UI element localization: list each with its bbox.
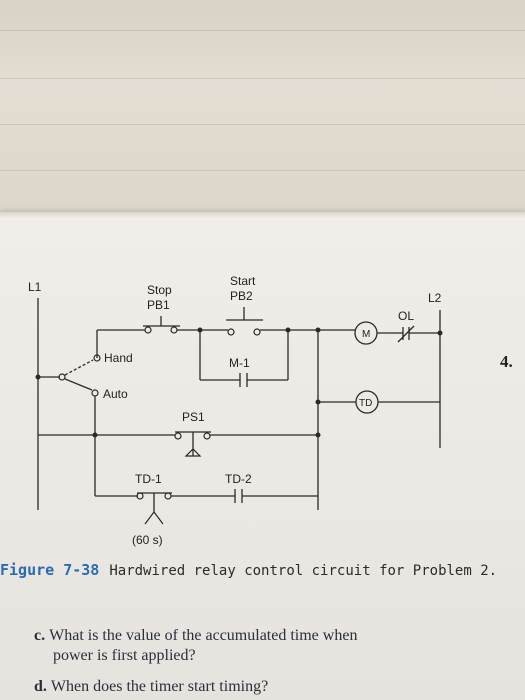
motor-label: M bbox=[362, 329, 370, 340]
start-pb2-contact-right bbox=[253, 328, 261, 336]
figure-number: Figure 7-38 bbox=[0, 561, 100, 579]
question-text-line1: When does the timer start timing? bbox=[50, 678, 269, 695]
question-c: c.What is the value of the accumulated t… bbox=[34, 626, 357, 666]
m1-label: M-1 bbox=[229, 356, 250, 370]
junction-dot bbox=[315, 432, 321, 438]
ps1-contact-left bbox=[174, 432, 182, 440]
question-text-line1: What is the value of the accumulated tim… bbox=[49, 627, 358, 644]
junction-dot bbox=[35, 374, 41, 380]
selector-pivot bbox=[58, 373, 66, 381]
delay-label: (60 s) bbox=[132, 533, 163, 547]
question-d: d.When does the timer start timing? bbox=[34, 677, 268, 697]
start-label: Start bbox=[230, 274, 256, 288]
td2-label: TD-2 bbox=[225, 472, 252, 486]
margin-problem-number: 4. bbox=[500, 352, 513, 371]
junction-dot bbox=[437, 330, 443, 336]
textbook-page bbox=[0, 212, 525, 700]
hand-contact bbox=[93, 354, 101, 362]
junction-dot bbox=[315, 399, 321, 405]
question-letter: d. bbox=[34, 678, 47, 695]
auto-label: Auto bbox=[103, 387, 128, 401]
stop-pb1-contact-left bbox=[144, 326, 152, 334]
figure-caption: Figure 7-38 Hardwired relay control circu… bbox=[0, 561, 497, 579]
auto-contact bbox=[91, 389, 99, 397]
ps1-label: PS1 bbox=[182, 410, 205, 424]
question-text-line2: power is first applied? bbox=[53, 647, 196, 664]
pressure-switch-symbol bbox=[184, 448, 202, 457]
stop-label: Stop bbox=[147, 283, 172, 297]
start-pb2-contact-left bbox=[227, 328, 235, 336]
td1-label: TD-1 bbox=[135, 472, 162, 486]
l2-label: L2 bbox=[428, 291, 442, 305]
td1-contact-right bbox=[164, 492, 172, 500]
timer-symbol bbox=[144, 511, 164, 525]
pb1-label: PB1 bbox=[147, 298, 170, 312]
ps1-contact-right bbox=[203, 432, 211, 440]
ol-label: OL bbox=[398, 309, 414, 323]
pb2-label: PB2 bbox=[230, 289, 253, 303]
stop-pb1-contact-right bbox=[170, 326, 178, 334]
figure-caption-text: Hardwired relay control circuit for Prob… bbox=[109, 563, 498, 579]
table-surface bbox=[0, 0, 525, 215]
l1-label: L1 bbox=[28, 280, 42, 294]
hand-label: Hand bbox=[104, 351, 133, 365]
question-letter: c. bbox=[34, 627, 46, 644]
td-label: TD bbox=[359, 398, 372, 409]
